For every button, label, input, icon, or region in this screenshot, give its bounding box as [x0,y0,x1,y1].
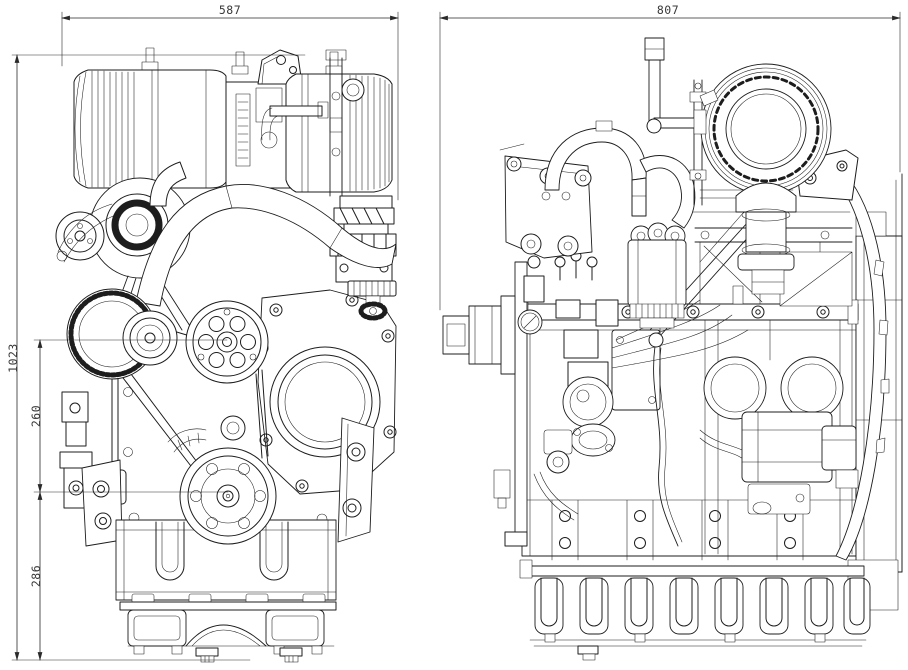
dimension-crank-to-base: 286 [29,491,43,661]
side-injection-pump [517,195,777,547]
side-starter-motor [741,411,859,515]
dimension-pulley-spacing: 260 [29,339,229,493]
front-mount-brackets [81,417,375,547]
side-flywheel-housing [795,149,903,611]
side-oil-pan [519,559,871,661]
engine-front-view [55,47,397,663]
dimension-side-width: 807 [439,3,901,311]
dim-label-807: 807 [657,3,679,17]
side-fuel-filter [627,222,687,329]
front-belt [119,329,269,471]
side-pto-shaft [442,261,528,547]
dimension-front-width: 587 [61,3,399,201]
front-crank-pulley [167,428,277,545]
side-water-outlet [533,429,579,521]
dim-label-1023: 1023 [6,343,20,373]
front-timing-cover [255,280,397,495]
dim-label-286: 286 [29,565,43,587]
side-air-cleaner [644,37,832,295]
front-waterpump-pulley [185,300,269,384]
dim-label-587: 587 [219,3,241,17]
side-front-bracket [499,143,593,259]
dim-label-260: 260 [29,405,43,427]
dimension-overall-height: 1023 [6,54,306,661]
engine-side-view [442,37,903,661]
front-intake-assembly [73,47,393,197]
side-turbo-hoses [544,120,696,229]
front-charge-hose [135,161,397,307]
front-alternator [66,288,178,380]
